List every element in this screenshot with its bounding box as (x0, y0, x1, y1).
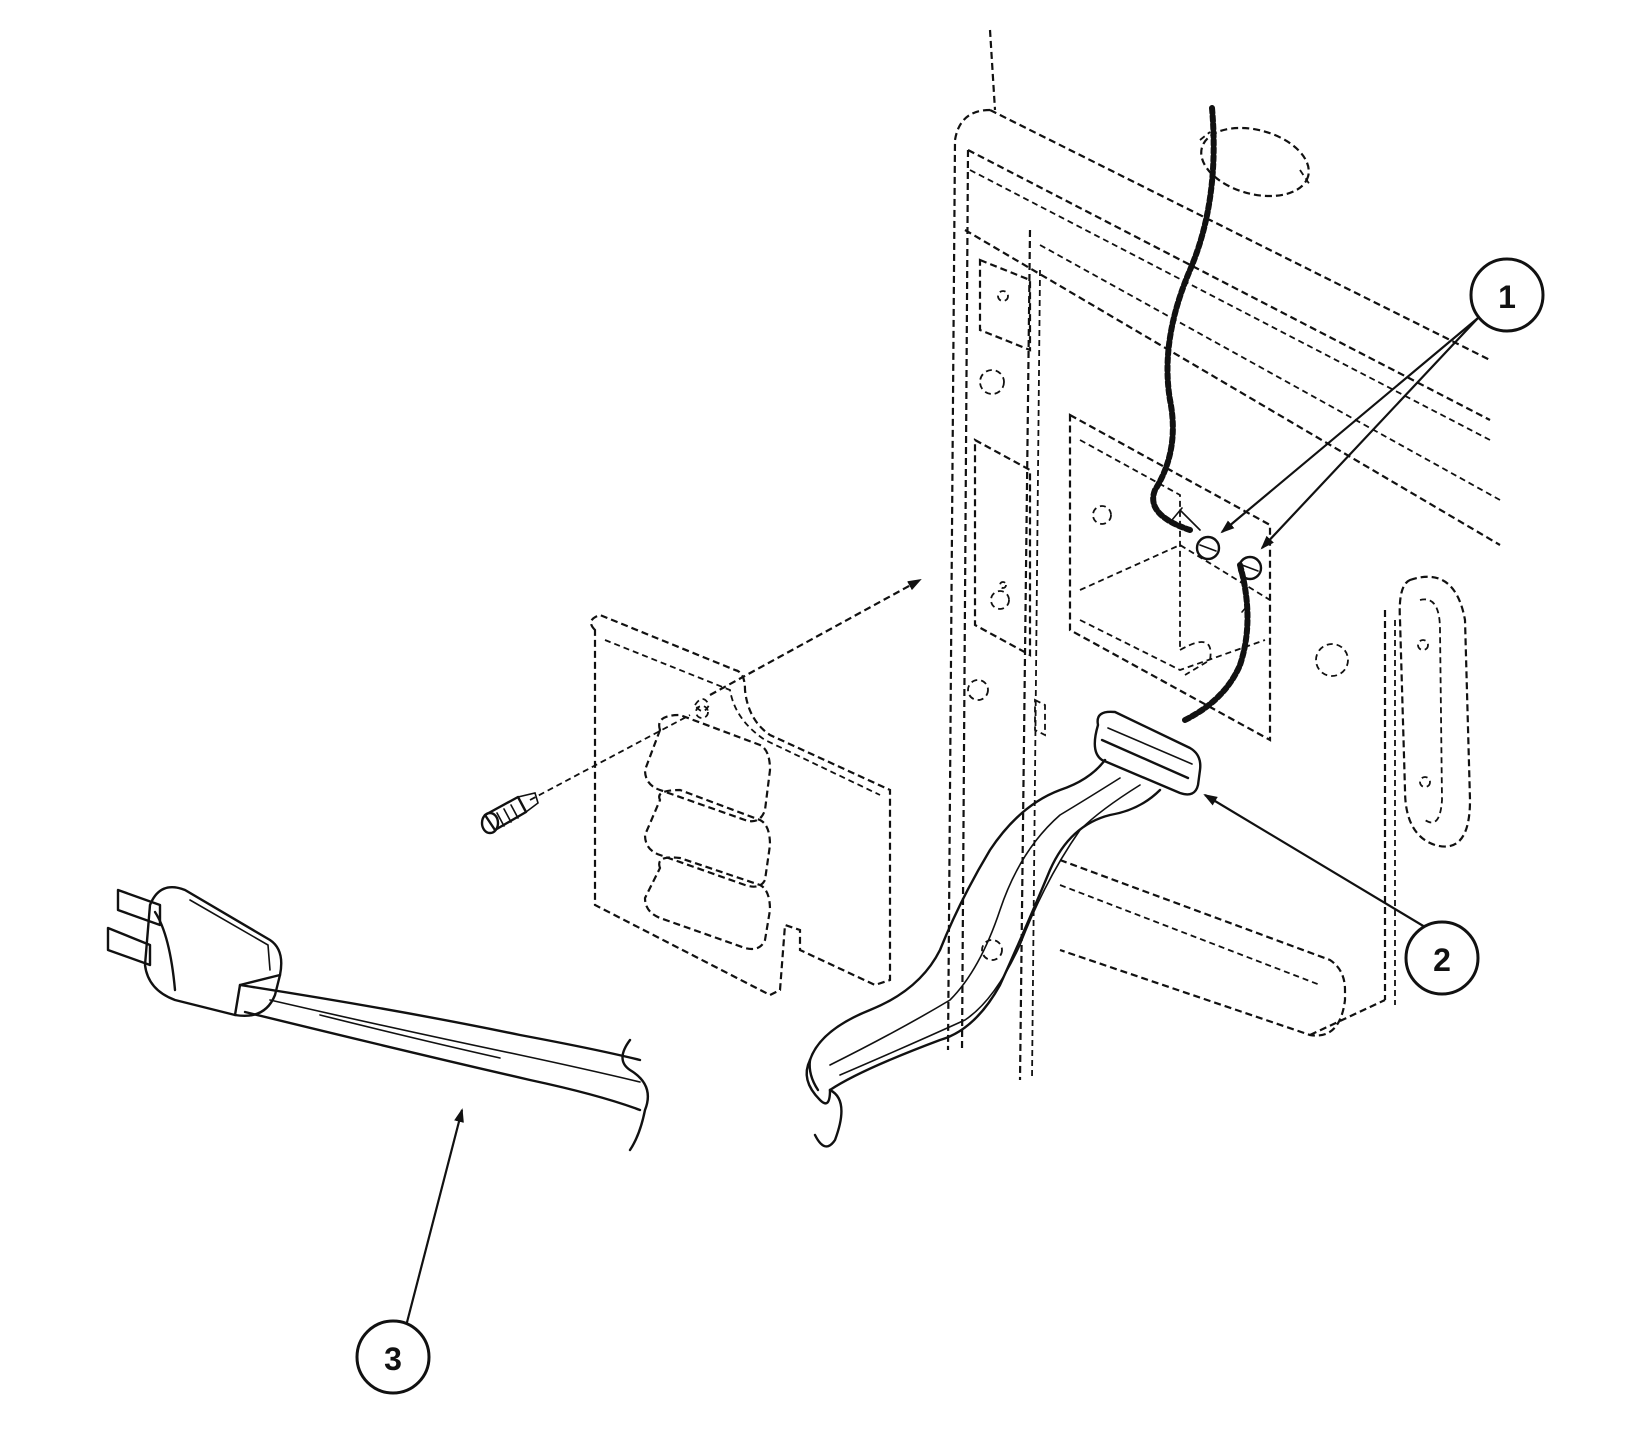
callout-3-label: 3 (384, 1341, 402, 1377)
power-cord-with-strain-relief (805, 710, 1202, 1148)
callout-1: 1 (1469, 257, 1545, 333)
terminal-screws (1171, 507, 1263, 613)
explode-arrow (709, 579, 922, 696)
callout-2: 2 (1404, 920, 1480, 996)
callout-leaders (403, 317, 1479, 1331)
access-cover-plate (589, 613, 892, 997)
power-cord-plug (106, 885, 650, 1152)
mounting-screw (480, 792, 539, 835)
callout-3: 3 (355, 1319, 431, 1395)
screw-path (529, 714, 691, 801)
callout-2-label: 2 (1433, 942, 1451, 978)
callout-1-label: 1 (1498, 279, 1516, 315)
